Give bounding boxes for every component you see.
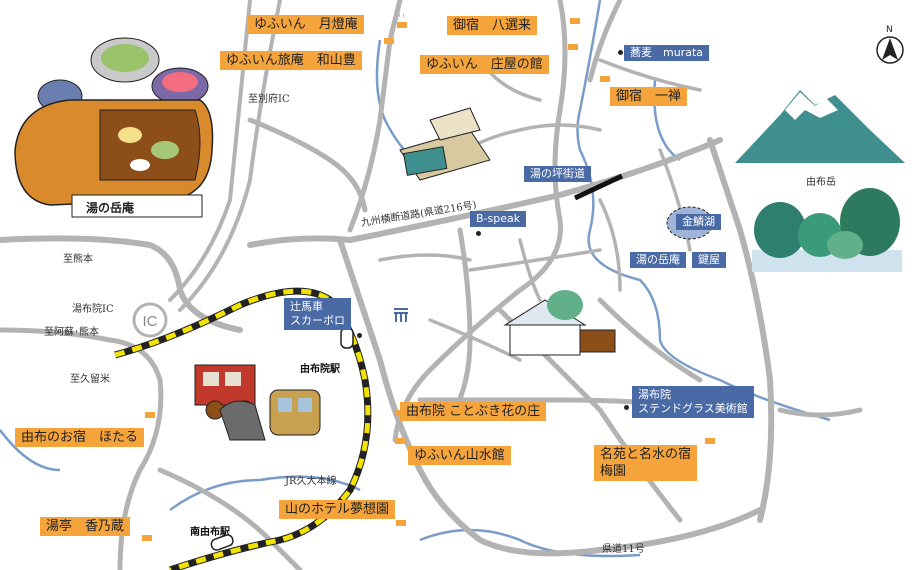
yufudake: 由布岳: [806, 177, 836, 188]
minami-yufu-station-marker: [210, 534, 234, 551]
carriage-illustration: [194, 364, 321, 441]
pin-icon: [618, 50, 623, 55]
onsen-icon: [568, 44, 578, 50]
onsen-icon: [705, 438, 715, 444]
railway: [114, 287, 372, 570]
to-aso: 至阿蘇･熊本: [44, 327, 99, 338]
food-illustration: [14, 37, 214, 218]
logo-text: 湯の岳庵: [86, 200, 135, 215]
label-kinrinko[interactable]: 金鱗湖: [676, 214, 721, 230]
yufuin-station-marker: [340, 327, 354, 349]
label-bspeak[interactable]: B-speak: [470, 211, 527, 227]
label-soba-murata[interactable]: 蕎麦 murata: [624, 45, 710, 61]
label-stainedglass[interactable]: 湯布院 ステンドグラス美術館: [632, 386, 754, 418]
pin-icon: [476, 231, 481, 236]
onsen-icon: [397, 13, 407, 28]
label-hassenrai[interactable]: 御宿 八選来: [447, 16, 538, 35]
label-sansuikan[interactable]: ゆふいん山水館: [408, 446, 511, 465]
jr-line: JR久大本線: [285, 476, 337, 487]
label-ichizen[interactable]: 御宿 一禅: [610, 87, 688, 106]
label-kotobuki[interactable]: 由布院 ことぶき花の庄: [400, 402, 547, 421]
to-kumamoto: 至熊本: [63, 254, 93, 265]
roads: [0, 0, 863, 570]
onsen-icon: [145, 412, 155, 418]
onsen-icon: [142, 535, 152, 541]
label-gettouan[interactable]: ゆふいん 月燈庵: [248, 15, 364, 34]
yufudake-mountain: [735, 90, 905, 163]
museum-illustration: [503, 290, 616, 356]
onsen-icon: [396, 520, 406, 526]
north-text: N: [886, 25, 893, 35]
pin-icon: [624, 405, 629, 410]
workshop-illustration: [399, 107, 491, 181]
to-kurume: 至久留米: [70, 374, 110, 385]
onsen-icon: [384, 38, 394, 44]
label-wayamato[interactable]: ゆふいん旅庵 和山豊: [220, 51, 362, 70]
to-beppu-ic: 至別府IC: [248, 94, 290, 105]
pin-icon: [357, 333, 362, 338]
label-kounokura[interactable]: 湯亭 香乃蔵: [40, 517, 131, 536]
label-shouyanoyakata[interactable]: ゆふいん 庄屋の館: [420, 55, 549, 74]
label-yumeisouen[interactable]: 山のホテル夢想園: [279, 500, 396, 519]
label-yunotsubo[interactable]: 湯の坪街道: [524, 166, 591, 182]
label-yunotakean[interactable]: 湯の岳庵: [630, 252, 686, 268]
north-arrow-icon: [876, 36, 904, 64]
onsen-icon: [570, 18, 580, 24]
label-kagiya[interactable]: 鍵屋: [692, 252, 726, 268]
onsen-icon: [600, 76, 610, 82]
yufuin-station: 由布院駅: [300, 364, 340, 375]
yunotsubo-street-highlight: [573, 173, 624, 201]
label-meien[interactable]: 名苑と名水の宿 梅園: [594, 445, 698, 481]
route-11: 県道11号: [602, 544, 645, 555]
label-tsujibasha[interactable]: 辻馬車 スカーボロ: [284, 298, 351, 330]
forest-illustration: [752, 188, 902, 272]
label-hotaru[interactable]: 由布のお宿 ほたる: [15, 428, 145, 447]
onsen-icon: [395, 438, 405, 444]
ic-marker: IC: [132, 302, 168, 338]
minami-yufu-station: 南由布駅: [190, 527, 230, 538]
yufuin-ic: 湯布院IC: [72, 304, 114, 315]
post-office-icon: [394, 308, 408, 322]
ic-text: IC: [143, 313, 158, 330]
rivers: [0, 0, 831, 558]
